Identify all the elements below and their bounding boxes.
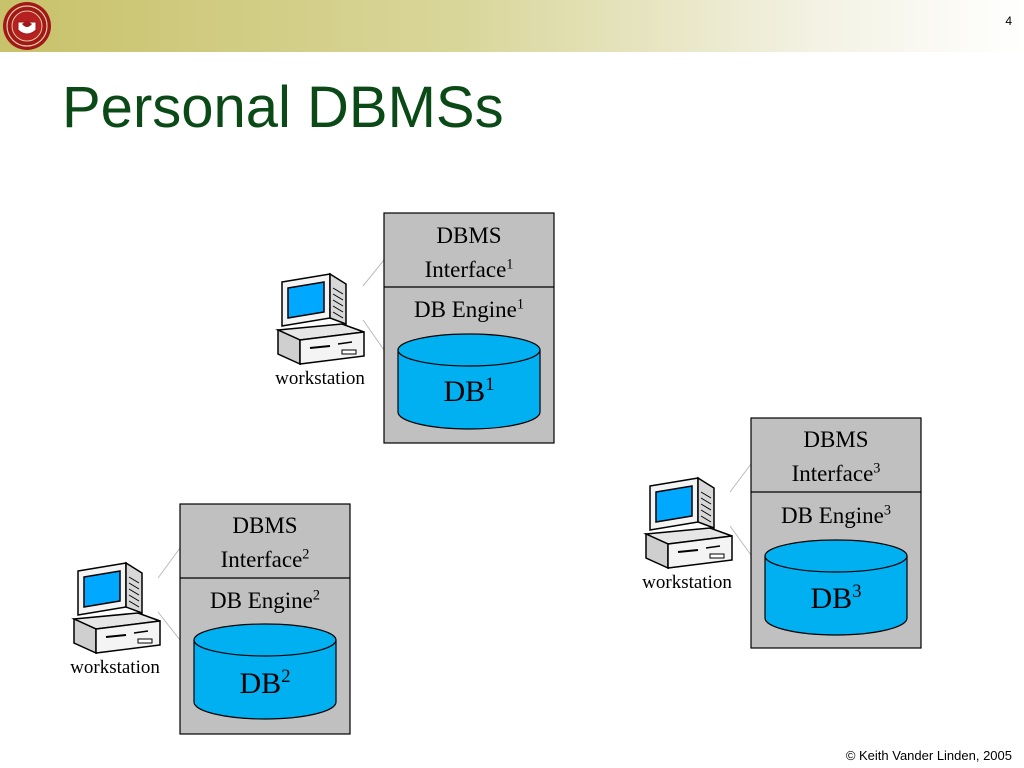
dbms-interface-label-2: DBMS Interface2 xyxy=(220,513,310,572)
header-band xyxy=(0,0,1024,52)
database-cylinder-1 xyxy=(397,350,541,430)
page-number: 4 xyxy=(1005,14,1012,28)
workstation-label-1: workstation xyxy=(275,368,365,389)
database-cylinder-2 xyxy=(193,640,337,720)
db-engine-label-1: DB Engine1 xyxy=(414,296,524,322)
database-cylinder-3 xyxy=(764,556,908,636)
computer-icon-3 xyxy=(645,477,733,569)
workstation-label-2: workstation xyxy=(70,657,160,678)
dbms-interface-label-1: DBMS Interface1 xyxy=(424,223,514,282)
computer-icon-1 xyxy=(277,273,365,365)
system-3 xyxy=(645,417,922,649)
db-label-3: DB3 xyxy=(810,581,862,615)
system-2 xyxy=(73,503,351,735)
db-engine-label-3: DB Engine3 xyxy=(781,502,891,528)
db-label-2: DB2 xyxy=(239,666,291,700)
db-engine-label-2: DB Engine2 xyxy=(210,587,320,613)
dbms-interface-label-3: DBMS Interface3 xyxy=(791,427,881,486)
copyright-footer: © Keith Vander Linden, 2005 xyxy=(845,748,1012,763)
workstation-label-3: workstation xyxy=(642,572,732,593)
college-seal-icon xyxy=(3,2,51,50)
db-label-1: DB1 xyxy=(443,374,495,408)
computer-icon-2 xyxy=(73,562,161,654)
system-1 xyxy=(277,212,555,444)
slide-title: Personal DBMSs xyxy=(62,75,504,140)
